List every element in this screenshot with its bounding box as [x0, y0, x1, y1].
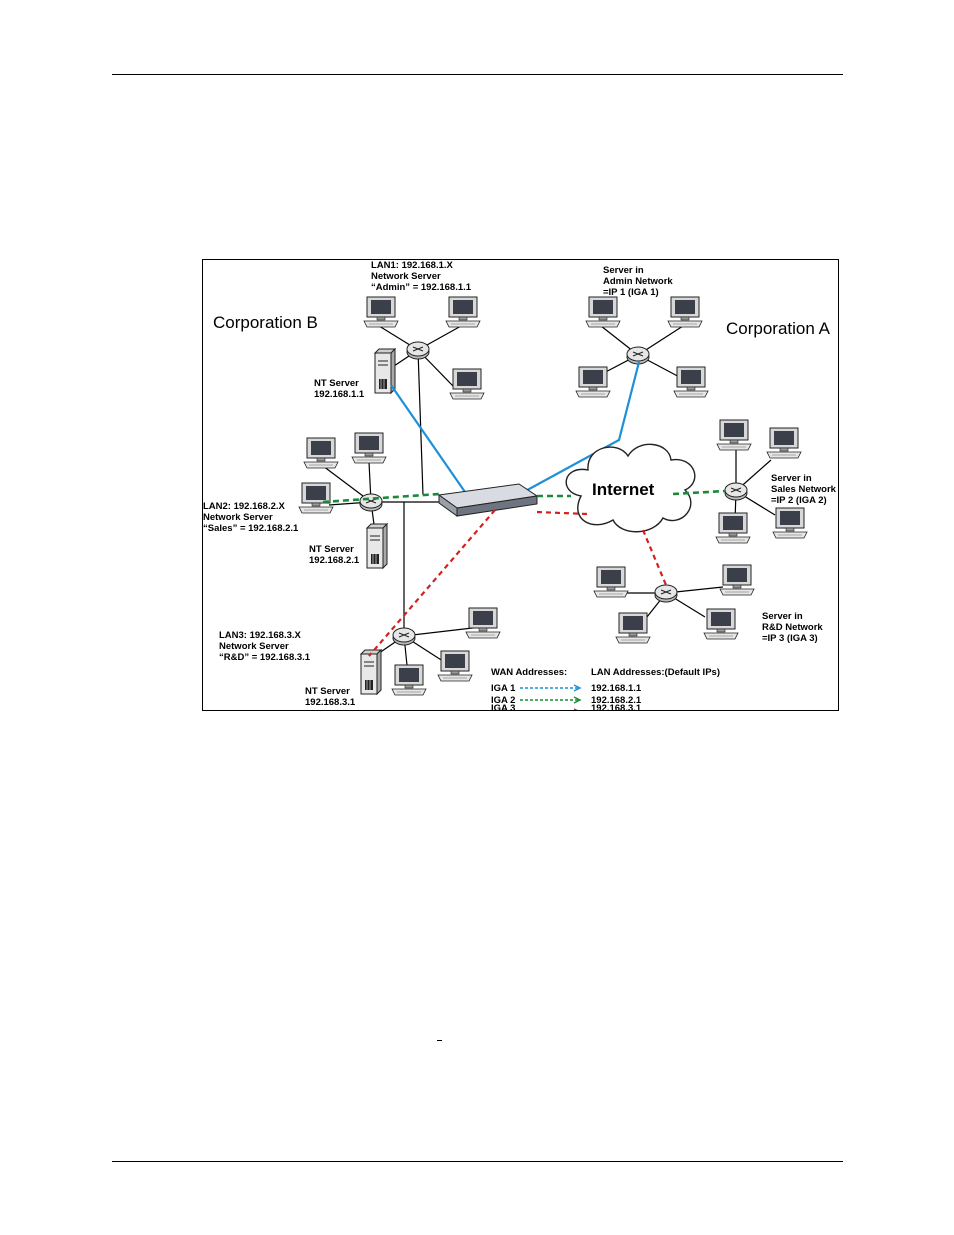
legend-arrows — [520, 687, 579, 701]
legend-lan-header: LAN Addresses:(Default IPs) — [591, 667, 720, 678]
lan1-pc — [449, 368, 485, 400]
iga1-links — [390, 361, 641, 495]
stray-mark — [437, 1040, 442, 1041]
legend-wan-iga1: IGA 1 — [491, 683, 516, 694]
rnd-pc — [615, 612, 651, 644]
admin-pc — [667, 296, 703, 328]
sales-hub — [724, 482, 748, 501]
legend-lan-iga1: 192.168.1.1 — [591, 683, 642, 694]
lan2-pc — [298, 482, 334, 514]
iga3-links — [368, 509, 668, 657]
admin-pc — [585, 296, 621, 328]
router-device — [437, 483, 539, 517]
admin-hub — [626, 346, 650, 365]
lan3-pc — [437, 650, 473, 682]
lan3-hub — [392, 627, 416, 646]
rnd-pc — [719, 564, 755, 596]
legend-lan-iga3: 192.168.3.1 — [591, 703, 642, 711]
sales-pc — [715, 512, 751, 544]
lan3-pc — [391, 664, 427, 696]
lan1-pc — [363, 296, 399, 328]
legend-lan-iga2: 192.168.2.1 — [591, 695, 642, 706]
admin-pc — [575, 366, 611, 398]
lan2-pc — [303, 437, 339, 469]
lan2-pc — [351, 432, 387, 464]
lan3-pc — [465, 607, 501, 639]
footer-rule — [112, 1161, 843, 1162]
lan1-pc — [445, 296, 481, 328]
lan1-hub — [406, 341, 430, 360]
legend-wan-header: WAN Addresses: — [491, 667, 568, 678]
rnd-hub — [654, 584, 678, 603]
sales-pc — [716, 419, 752, 451]
legend-wan-iga3: IGA 3 — [491, 703, 516, 711]
diagram-canvas — [298, 296, 808, 710]
internet-label: Internet — [592, 480, 655, 499]
legend-arrowheads — [573, 684, 582, 710]
admin-pc — [673, 366, 709, 398]
lan2-links — [322, 461, 439, 533]
iga2-links — [322, 489, 726, 504]
corporation-a-label: Corporation A — [726, 319, 830, 338]
nt-server-2 — [366, 523, 388, 569]
rnd-pc — [703, 608, 739, 640]
header-rule — [112, 74, 843, 75]
legend-wan-iga2: IGA 2 — [491, 695, 516, 706]
corporation-b-label: Corporation B — [213, 313, 318, 332]
rnd-pc — [593, 566, 629, 598]
sales-pc — [766, 427, 802, 459]
network-diagram: Corporation B Corporation A Internet LAN… — [202, 259, 839, 711]
lan2-hub — [359, 493, 383, 512]
internet-cloud — [565, 443, 696, 533]
nt-server-3 — [360, 649, 382, 695]
sales-pc — [772, 507, 808, 539]
